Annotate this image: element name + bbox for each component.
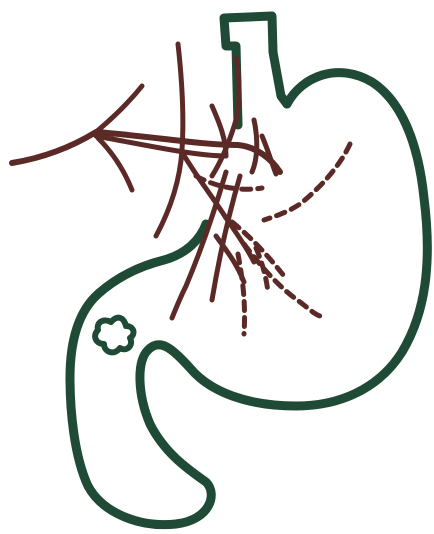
vessel-lower-diagonal — [172, 172, 226, 318]
pyloric-ring-icon — [95, 318, 133, 353]
vessel-upper-left — [96, 86, 142, 132]
vessel-left-branch — [12, 132, 280, 172]
vessel-upper-right-2 — [212, 106, 226, 156]
esophagus-outline — [224, 16, 287, 125]
dashed-branch-lower-right — [244, 244, 320, 316]
stomach-outline — [70, 16, 427, 525]
vessel-mid-left — [98, 138, 132, 190]
dashed-branch-right — [264, 144, 350, 220]
